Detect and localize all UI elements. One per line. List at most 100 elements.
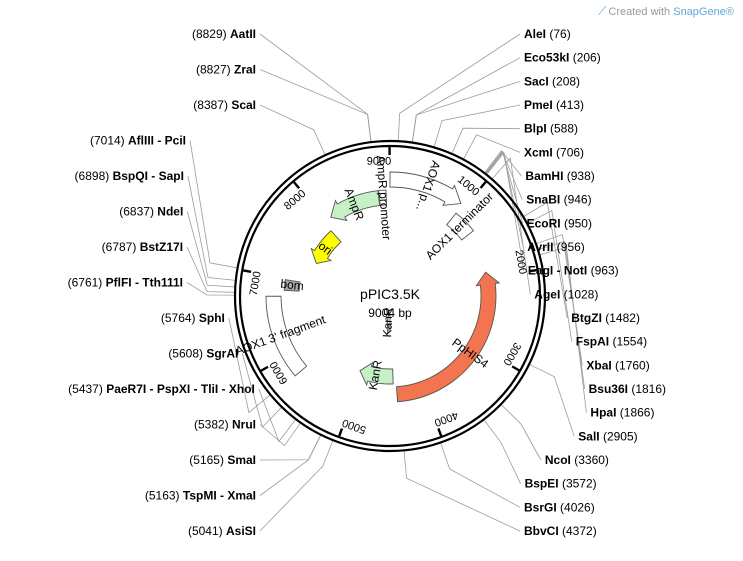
site-name: Eco53kI — [524, 51, 569, 65]
site-position: (963) — [587, 264, 618, 278]
site-position: (5165) — [189, 453, 227, 467]
site-name: EcoRI — [527, 216, 561, 230]
site-position: (956) — [553, 240, 584, 254]
site-sgrai[interactable]: (5608) SgrAI — [168, 347, 238, 361]
tick-6000 — [260, 365, 269, 372]
site-pmei[interactable]: PmeI (413) — [524, 98, 584, 112]
site-name: BbvCI — [524, 524, 559, 538]
site-paer7i-pspxi-tlii-xhoi[interactable]: (5437) PaeR7I - PspXI - TliI - XhoI — [68, 382, 255, 396]
site-name: SalI — [578, 429, 599, 443]
site-position: (5608) — [168, 347, 206, 361]
site-position: (5764) — [161, 311, 199, 325]
site-tspmi-xmai[interactable]: (5163) TspMI - XmaI — [145, 489, 256, 503]
tick-2000 — [528, 268, 537, 273]
site-leader-fspai — [526, 209, 573, 342]
site-leader-pflfi-tth111i — [186, 282, 236, 296]
site-blpi[interactable]: BlpI (588) — [524, 122, 578, 136]
site-position: (5163) — [145, 489, 183, 503]
feature-ampr-8[interactable] — [330, 190, 381, 222]
site-btgzi[interactable]: BtgZI (1482) — [571, 311, 640, 325]
site-name: SacI — [524, 74, 549, 88]
tick-4000 — [437, 428, 443, 437]
site-leader-sgrai — [241, 353, 283, 428]
feature-bom-6-label: bom — [280, 277, 305, 293]
site-bspei[interactable]: BspEI (3572) — [525, 477, 597, 491]
site-bamhi[interactable]: BamHI (938) — [525, 169, 594, 183]
backbone-inner-strand — [238, 144, 542, 448]
site-leader-agei — [491, 157, 531, 295]
feature-ampr-promoter-9[interactable] — [378, 189, 388, 207]
site-ndei[interactable]: (6837) NdeI — [119, 205, 183, 219]
feature-bom-6[interactable] — [283, 279, 301, 292]
site-xcmi[interactable]: XcmI (706) — [524, 145, 584, 159]
site-name: AatII — [230, 27, 256, 41]
site-scai[interactable]: (8387) ScaI — [193, 98, 256, 112]
site-alei[interactable]: AleI (76) — [524, 27, 571, 41]
site-eco53ki[interactable]: Eco53kI (206) — [524, 51, 601, 65]
site-leader-bstz17i — [186, 246, 236, 293]
site-leader-aatii — [259, 33, 372, 143]
tick-label-3000: 3000 — [500, 340, 523, 367]
site-position: (8829) — [192, 27, 230, 41]
site-leader-alei — [397, 33, 521, 142]
site-saci[interactable]: SacI (208) — [524, 74, 580, 88]
feature-kanr-3[interactable] — [359, 361, 394, 387]
site-afliii-pcii[interactable]: (7014) AflIII - PciI — [90, 134, 186, 148]
site-asisi[interactable]: (5041) AsiSI — [188, 524, 256, 538]
site-bsrgi[interactable]: BsrGI (4026) — [524, 500, 595, 514]
feature-kanr-4[interactable] — [386, 310, 391, 334]
site-name: NdeI — [157, 205, 183, 219]
site-snabi[interactable]: SnaBI (946) — [526, 193, 591, 207]
site-pflfi-tth111i[interactable]: (6761) PflFI - Tth111I — [68, 276, 183, 290]
site-eagi-noti[interactable]: EagI - NotI (963) — [528, 264, 619, 278]
site-avrii[interactable]: AvrII (956) — [527, 240, 585, 254]
site-aatii[interactable]: (8829) AatII — [192, 27, 256, 41]
site-position: (6787) — [102, 240, 140, 254]
site-smai[interactable]: (5165) SmaI — [189, 453, 256, 467]
feature-pphis4-2[interactable] — [395, 271, 501, 403]
tick-label-7000: 7000 — [248, 270, 264, 296]
feature-aox1-p-0[interactable] — [389, 171, 462, 206]
site-name: BspEI — [525, 477, 559, 491]
site-position: (4026) — [557, 500, 595, 514]
site-leader-sali — [528, 363, 575, 437]
site-leader-saci — [412, 80, 521, 143]
tick-label-4000: 4000 — [433, 409, 460, 429]
site-position: (3360) — [571, 453, 609, 467]
site-hpai[interactable]: HpaI (1866) — [590, 406, 654, 420]
watermark-prefix: Created with — [608, 6, 671, 18]
site-position: (706) — [553, 145, 584, 159]
site-nrui[interactable]: (5382) NruI — [194, 418, 256, 432]
site-leader-afliii-pcii — [189, 140, 238, 269]
site-ecori[interactable]: EcoRI (950) — [527, 216, 592, 230]
site-position: (208) — [549, 74, 580, 88]
site-position: (4372) — [559, 524, 597, 538]
site-ncoi[interactable]: NcoI (3360) — [545, 453, 609, 467]
site-name: NruI — [232, 418, 256, 432]
site-name: Bsu36I — [589, 382, 628, 396]
site-agei[interactable]: AgeI (1028) — [534, 287, 598, 301]
snapgene-watermark: ⟋Created with SnapGene® — [598, 4, 734, 19]
site-zrai[interactable]: (8827) ZraI — [196, 63, 256, 77]
site-bstz17i[interactable]: (6787) BstZ17I — [102, 240, 183, 254]
site-position: (6898) — [75, 169, 113, 183]
feature-aox1-3-fragment-5[interactable] — [265, 295, 308, 377]
feature-aox1-terminator-1[interactable] — [446, 212, 475, 241]
site-leader-pmei — [433, 104, 521, 148]
site-sphi[interactable]: (5764) SphI — [161, 311, 225, 325]
feature-ori-7[interactable] — [310, 230, 342, 264]
site-name: EagI - NotI — [528, 264, 587, 278]
site-leader-paer7i-pspxi-tlii-xhoi — [258, 388, 297, 443]
site-bsu36i[interactable]: Bsu36I (1816) — [589, 382, 666, 396]
feature-kanr-3-label: KanR — [366, 359, 385, 391]
site-bspqi-sapi[interactable]: (6898) BspQI - SapI — [75, 169, 184, 183]
site-fspai[interactable]: FspAI (1554) — [576, 335, 647, 349]
site-name: SgrAI — [206, 347, 238, 361]
site-position: (3572) — [559, 477, 597, 491]
site-sali[interactable]: SalI (2905) — [578, 429, 637, 443]
tick-label-5000: 5000 — [341, 416, 368, 436]
site-bbvci[interactable]: BbvCI (4372) — [524, 524, 597, 538]
site-leader-eco53ki — [411, 57, 521, 143]
tick-3000 — [511, 365, 520, 372]
site-xbai[interactable]: XbaI (1760) — [586, 358, 649, 372]
